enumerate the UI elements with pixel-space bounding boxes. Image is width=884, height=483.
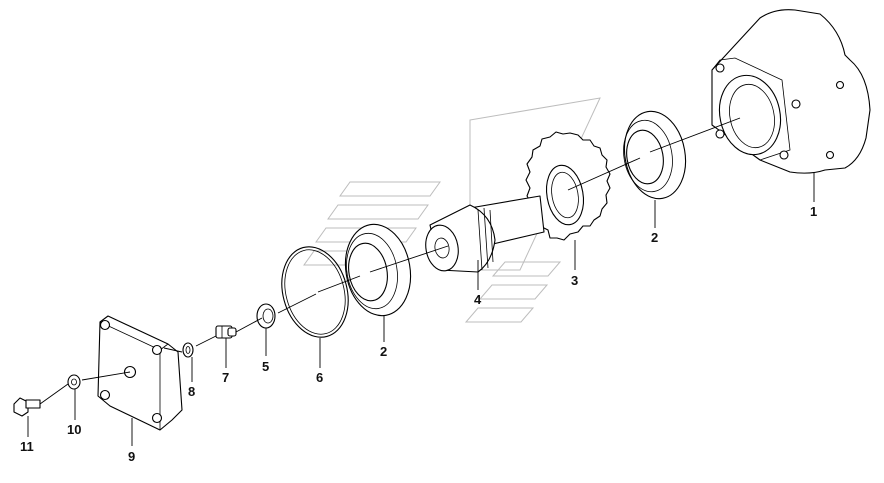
callout-1: 1 [810,204,817,219]
callout-5: 5 [262,359,269,374]
callout-2-left: 2 [380,344,387,359]
callout-labels: 1 2 3 4 2 5 6 7 8 9 10 11 [20,204,817,464]
o-ring-part [281,246,349,338]
callout-10: 10 [67,422,81,437]
callout-9: 9 [128,449,135,464]
callout-4: 4 [474,292,482,307]
fitting-part [215,325,237,339]
bearing-left-part [344,223,412,317]
callout-11: 11 [20,439,34,454]
seal-part [256,303,276,329]
shaft-part [425,195,545,273]
callout-6: 6 [316,370,323,385]
callout-8: 8 [188,384,195,399]
assembly-axis-lines [39,117,741,405]
bearing-right-part [623,110,687,200]
housing-part [711,9,871,174]
cover-plate-part [97,315,183,431]
bolt-part [13,397,41,417]
gear-part [525,131,611,241]
washer-part [67,374,81,390]
leader-lines [27,172,815,446]
callout-7: 7 [222,370,229,385]
callout-2-right: 2 [651,230,658,245]
callout-3: 3 [571,273,578,288]
washer-small-part [182,342,194,358]
